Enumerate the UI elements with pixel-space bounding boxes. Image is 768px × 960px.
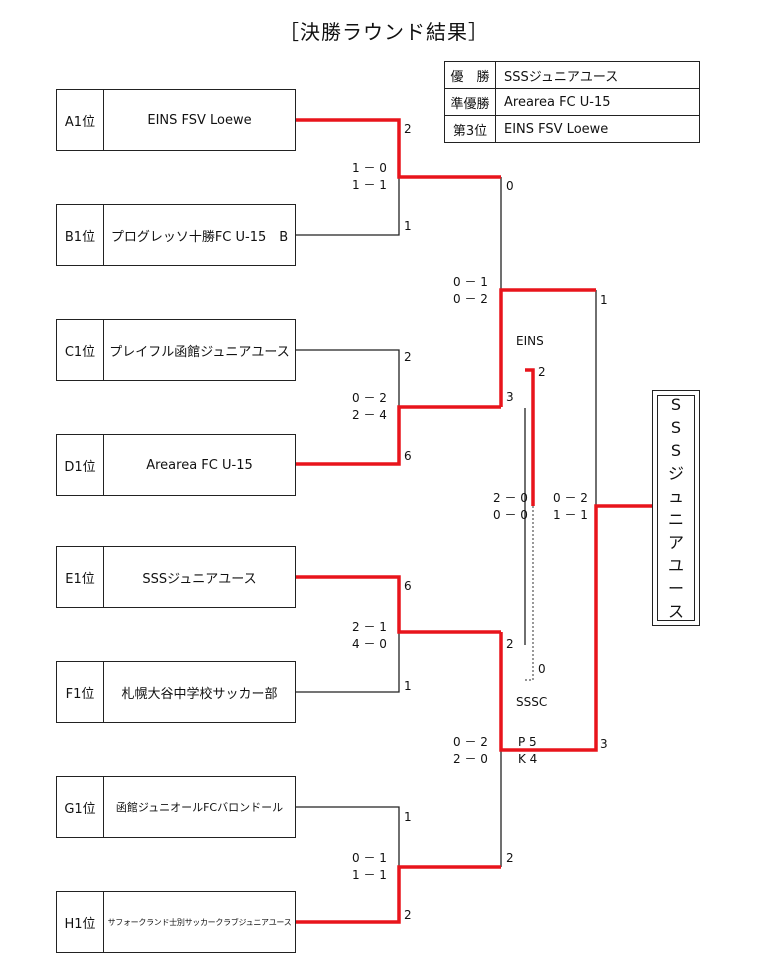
score-third-bottom: 0: [538, 662, 546, 676]
score-h1: 2: [404, 908, 412, 922]
score-semi2-top: 2: [506, 637, 514, 651]
team-box-a1: A1位 EINS FSV Loewe: [56, 89, 296, 151]
half-score: 2 － 0: [493, 491, 528, 505]
champion-inner-frame: SSSジュニアユース: [657, 395, 695, 621]
half-score: 0 － 2: [453, 292, 488, 306]
team-box-g1: G1位函館ジュニオールFCバロンドール: [56, 776, 296, 838]
score-e1: 6: [404, 579, 412, 593]
team-name: Arearea FC U-15: [146, 457, 253, 473]
bracket-line: [296, 632, 400, 693]
winner-line: [296, 118, 501, 179]
team-box-h1: H1位サフォークランド士別サッカークラブジュニアユース: [56, 891, 296, 953]
team-seed: A1位: [57, 90, 104, 150]
score-semi1-top: 0: [506, 179, 514, 193]
score-d1: 6: [404, 449, 412, 463]
winner-line: [499, 288, 596, 407]
bracket-line: [296, 349, 400, 407]
team-seed: E1位: [57, 547, 104, 607]
half-score: 0 － 2: [553, 491, 588, 505]
half-score: 0 － 1: [453, 275, 488, 289]
team-seed: G1位: [57, 777, 104, 837]
half-score: 1 － 1: [553, 508, 588, 522]
team-box-d1: D1位 Arearea FC U-15: [56, 434, 296, 496]
pk-score: K 4: [518, 752, 538, 766]
team-seed: D1位: [57, 435, 104, 495]
score-semi1-bottom: 3: [506, 390, 514, 404]
team-seed: B1位: [57, 205, 104, 265]
champion-name: SSSジュニアユース: [667, 395, 684, 621]
rank-team: SSSジュニアユース: [495, 61, 700, 89]
bracket-line: [296, 177, 400, 236]
half-score: 2 － 0: [453, 752, 488, 766]
winner-line: [296, 865, 501, 924]
half-score: 2 － 4: [352, 408, 387, 422]
team-box-b1: B1位プログレッソ十勝FC U-15 B: [56, 204, 296, 266]
team-name: 函館ジュニオールFCバロンドール: [115, 801, 284, 814]
half-score: 1 － 1: [352, 868, 387, 882]
third-place-line: [524, 506, 534, 681]
team-name: プレイフル函館ジュニアユース: [109, 344, 290, 360]
winner-line: [296, 405, 501, 466]
score-g1: 1: [404, 810, 412, 824]
team-seed: C1位: [57, 320, 104, 380]
score-final-top: 1: [600, 293, 608, 307]
team-name: サフォークランド士別サッカークラブジュニアユース: [107, 917, 292, 927]
team-name: EINS FSV Loewe: [147, 112, 252, 128]
rank-team: EINS FSV Loewe: [495, 115, 700, 143]
team-name: 札幌大谷中学校サッカー部: [121, 686, 278, 702]
half-score: 1 － 1: [352, 178, 387, 192]
half-score: 0 － 2: [453, 735, 488, 749]
half-score: 4 － 0: [352, 637, 387, 651]
team-box-e1: E1位 SSSジュニアユース: [56, 546, 296, 608]
third-place-team-top: EINS: [516, 334, 544, 348]
half-score: 2 － 1: [352, 620, 387, 634]
winner-line: [525, 368, 535, 506]
rank-label: 第3位: [444, 115, 496, 143]
score-b1: 1: [404, 219, 412, 233]
team-seed: F1位: [57, 662, 104, 722]
score-semi2-bottom: 2: [506, 851, 514, 865]
pk-score: P 5: [518, 735, 537, 749]
page-title: ［決勝ラウンド結果］: [279, 20, 489, 44]
third-place-team-bottom: SSSC: [516, 695, 548, 709]
score-f1: 1: [404, 679, 412, 693]
half-score: 0 － 1: [352, 851, 387, 865]
score-a1: 2: [404, 122, 412, 136]
bracket-line: [296, 806, 400, 867]
rank-label: 優 勝: [444, 61, 496, 89]
score-third-top: 2: [538, 365, 546, 379]
team-name: SSSジュニアユース: [142, 571, 257, 587]
team-box-f1: F1位 札幌大谷中学校サッカー部: [56, 661, 296, 723]
champion-box: SSSジュニアユース: [652, 390, 700, 626]
half-score: 0 － 2: [352, 391, 387, 405]
rank-label: 準優勝: [444, 88, 496, 116]
half-score: 1 － 0: [352, 161, 387, 175]
half-score: 0 － 0: [493, 508, 528, 522]
team-box-c1: C1位プレイフル函館ジュニアユース: [56, 319, 296, 381]
score-c1: 2: [404, 350, 412, 364]
team-name: プログレッソ十勝FC U-15 B: [110, 229, 289, 245]
score-final-bottom: 3: [600, 737, 608, 751]
team-seed: H1位: [57, 892, 104, 952]
winner-line: [499, 504, 652, 752]
winner-line: [296, 575, 501, 634]
